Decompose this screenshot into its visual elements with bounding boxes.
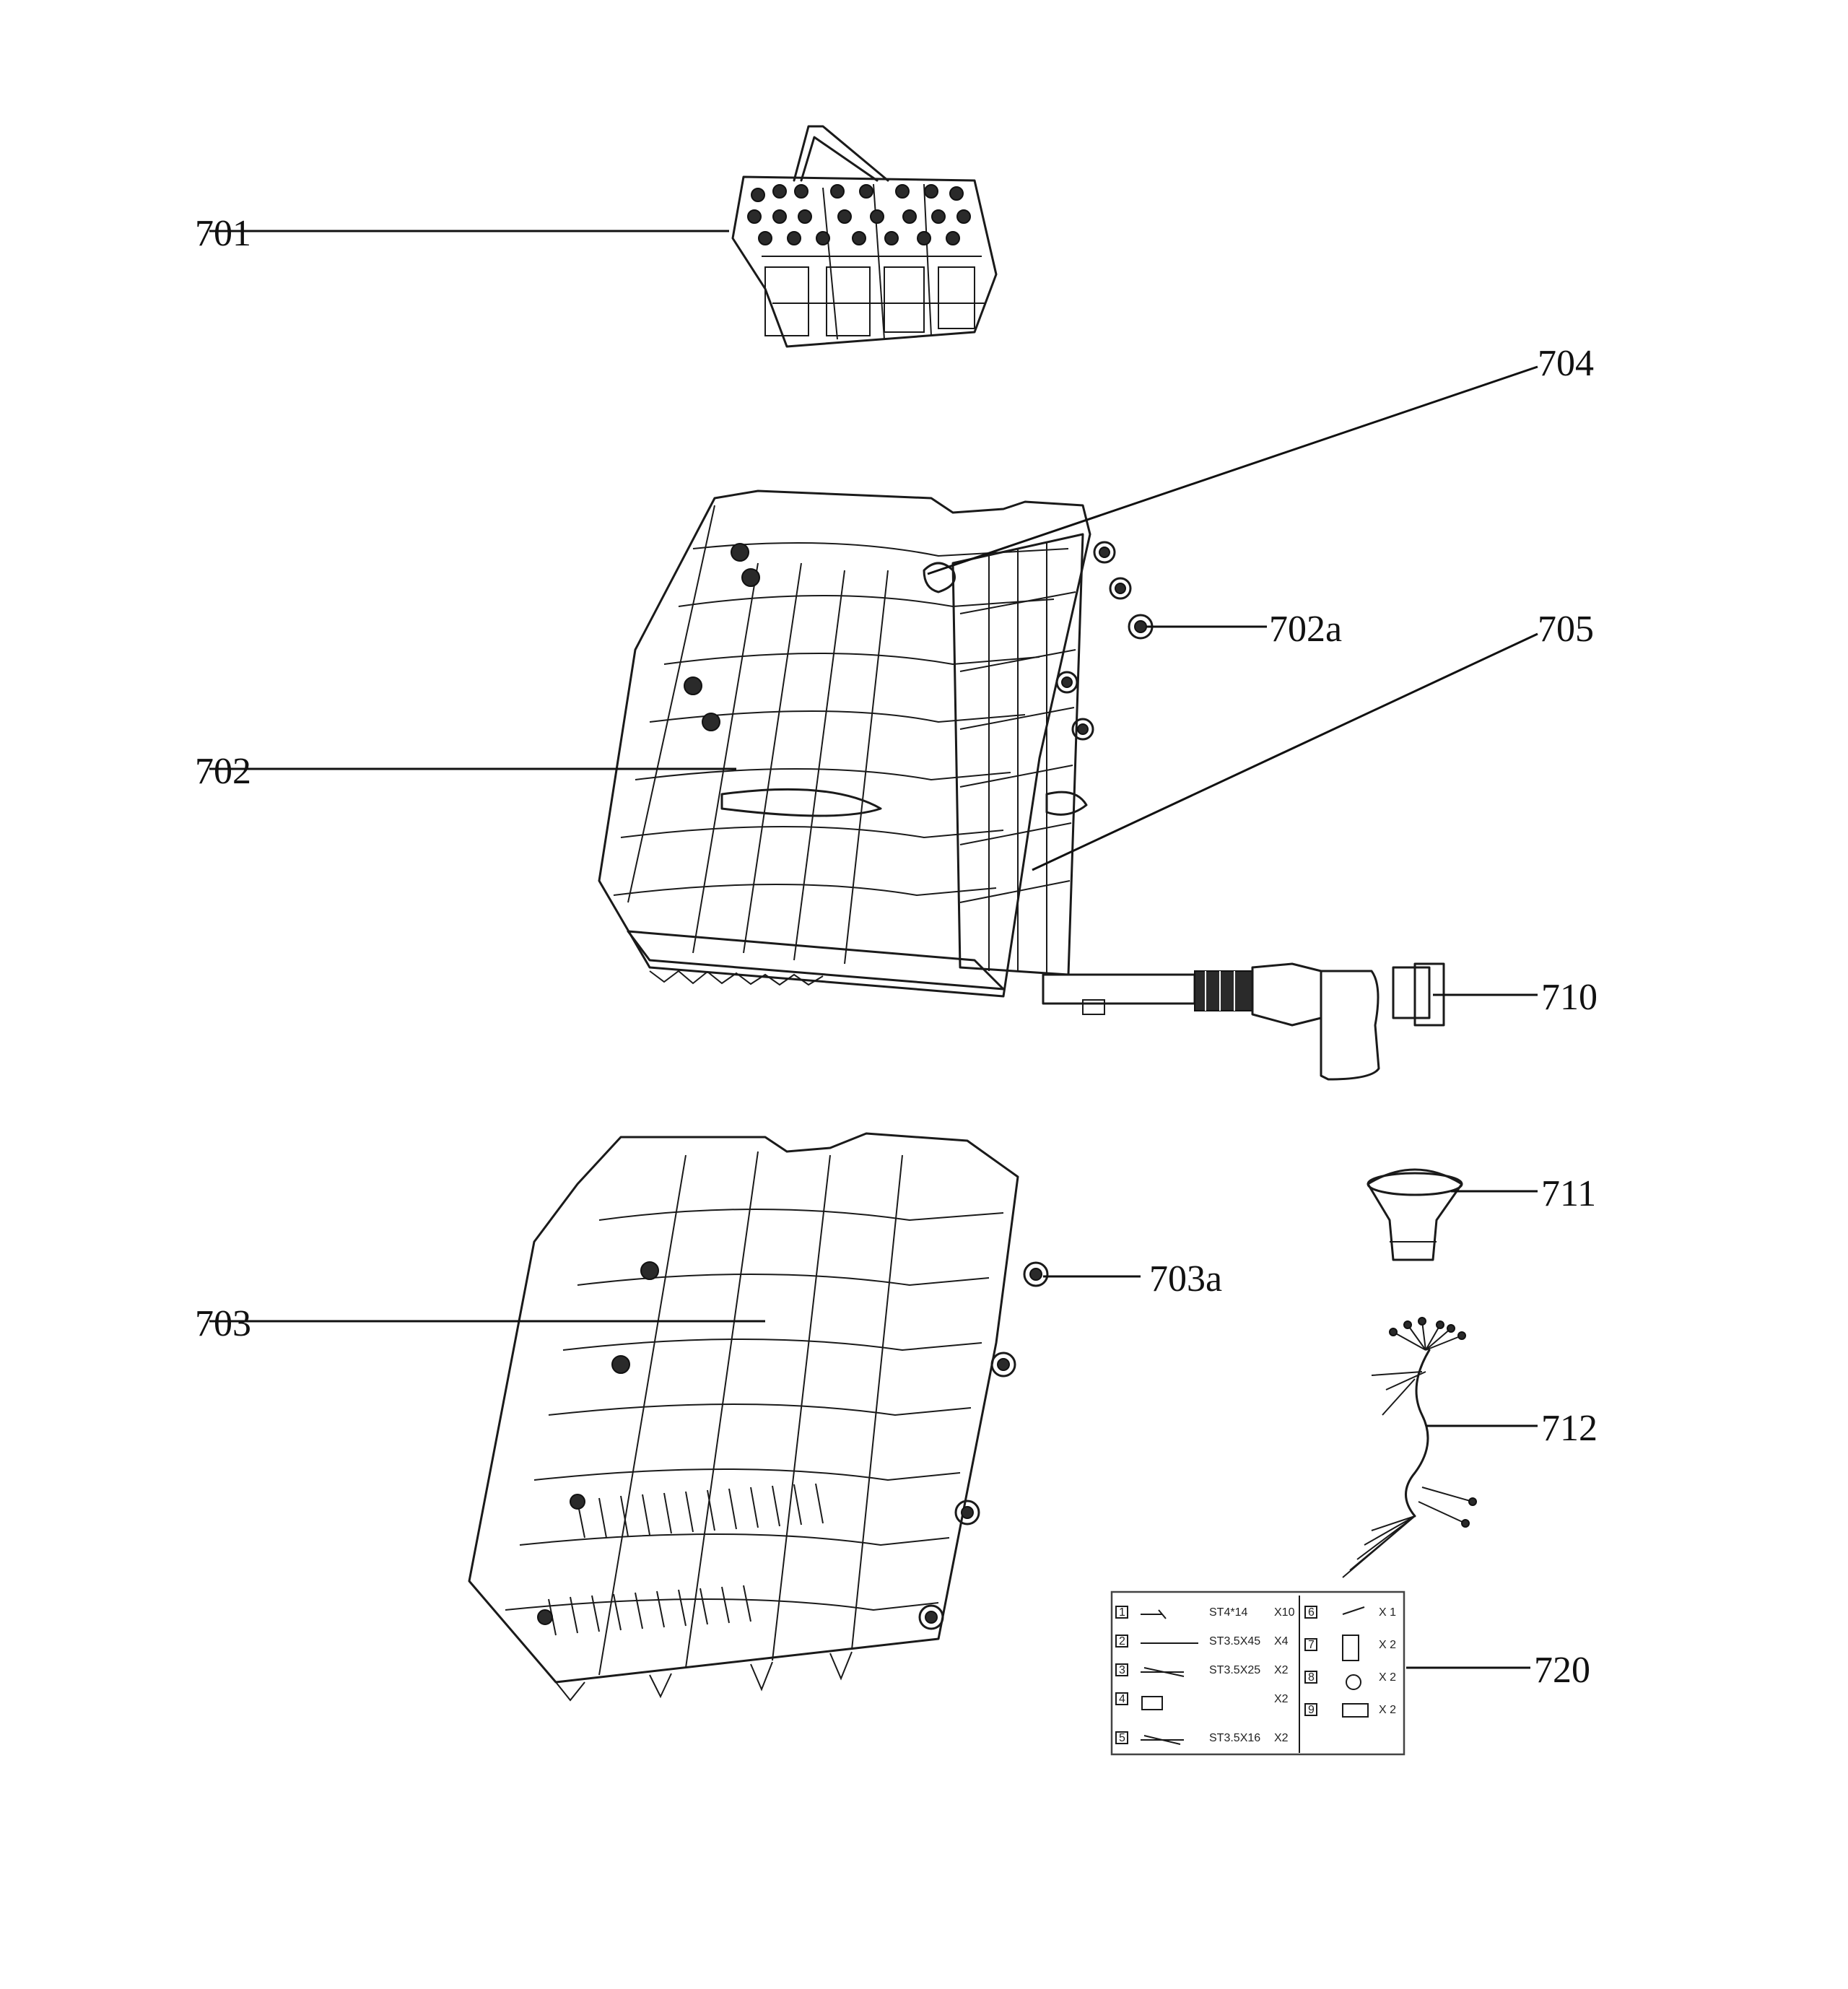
callout-703a: 703a — [1149, 1258, 1222, 1300]
leader-lines — [209, 230, 1538, 1669]
kit-item-number: 7 — [1308, 1639, 1315, 1651]
kit-item-number-box — [1304, 1638, 1317, 1651]
kit-item-qty: X 2 — [1379, 1639, 1396, 1651]
part-712-wire-harness — [1342, 1317, 1477, 1578]
kit-item-qty: X2 — [1274, 1732, 1289, 1744]
kit-item-number-box — [1115, 1606, 1128, 1619]
part-701-cutlery-basket — [731, 125, 998, 348]
kit-item-number: 9 — [1308, 1704, 1315, 1716]
kit-item-qty: X 2 — [1379, 1671, 1396, 1684]
kit-item-number: 5 — [1119, 1732, 1125, 1744]
kit-item-qty: X10 — [1274, 1606, 1295, 1619]
kit-item-qty: X 1 — [1379, 1606, 1396, 1619]
kit-item-number-box — [1115, 1731, 1128, 1744]
kit-item-number-box — [1304, 1606, 1317, 1619]
leader-704 — [927, 365, 1538, 575]
kit-item-qty: X4 — [1274, 1635, 1289, 1648]
kit-item-spec: ST3.5X45 — [1209, 1635, 1260, 1648]
kit-item-number: 8 — [1308, 1671, 1315, 1684]
callout-720: 720 — [1534, 1650, 1590, 1691]
kit-item-number-box — [1304, 1703, 1317, 1716]
kit-item-number: 1 — [1119, 1606, 1125, 1619]
callout-labels: 701 704 702a 705 702 710 711 703a 703 71… — [195, 213, 1598, 1691]
part-710-inlet-valve — [1042, 962, 1445, 1081]
part-711-salt-cap — [1367, 1168, 1463, 1261]
kit-item-spec: ST3.5X16 — [1209, 1732, 1260, 1744]
part-704-spray-arm — [720, 562, 956, 817]
part-702-upper-basket — [598, 489, 1154, 998]
kit-item-number-box — [1304, 1671, 1317, 1684]
kit-item-qty: X2 — [1274, 1664, 1289, 1676]
callout-702: 702 — [195, 751, 251, 792]
kit-item-spec: ST4*14 — [1209, 1606, 1247, 1619]
kit-item-number-box — [1115, 1663, 1128, 1676]
kit-item-number-box — [1115, 1635, 1128, 1648]
leader-705 — [1032, 632, 1538, 871]
callout-703: 703 — [195, 1303, 251, 1344]
callout-712: 712 — [1541, 1408, 1598, 1449]
kit-item-spec: ST3.5X25 — [1209, 1664, 1260, 1676]
kit-item-qty: X2 — [1274, 1693, 1289, 1705]
kit-item-number: 4 — [1119, 1693, 1125, 1705]
callout-702a: 702a — [1269, 609, 1342, 650]
kit-item-qty: X 2 — [1379, 1704, 1396, 1716]
callout-701: 701 — [195, 213, 251, 254]
part-703-lower-basket — [468, 1132, 1049, 1702]
callout-710: 710 — [1541, 977, 1598, 1018]
callout-705: 705 — [1538, 609, 1594, 650]
accessory-kit-card — [1110, 1590, 1405, 1756]
callout-711: 711 — [1541, 1173, 1596, 1214]
kit-item-number: 3 — [1119, 1664, 1125, 1676]
kit-item-number: 6 — [1308, 1606, 1315, 1619]
kit-item-number: 2 — [1119, 1635, 1125, 1648]
callout-704: 704 — [1538, 343, 1594, 384]
kit-item-number-box — [1115, 1692, 1128, 1705]
